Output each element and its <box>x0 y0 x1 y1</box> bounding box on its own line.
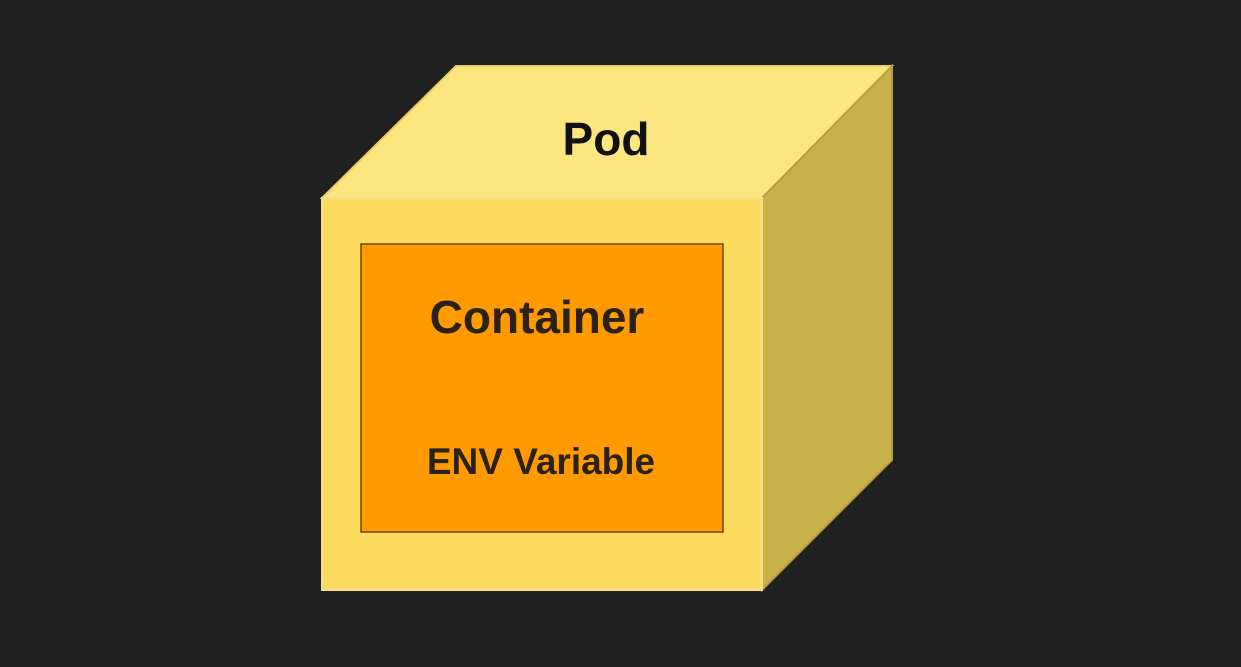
container-box <box>360 243 724 533</box>
pod-label: Pod <box>563 113 650 165</box>
env-variable-label: ENV Variable <box>427 441 655 482</box>
container-title: Container <box>430 291 645 343</box>
